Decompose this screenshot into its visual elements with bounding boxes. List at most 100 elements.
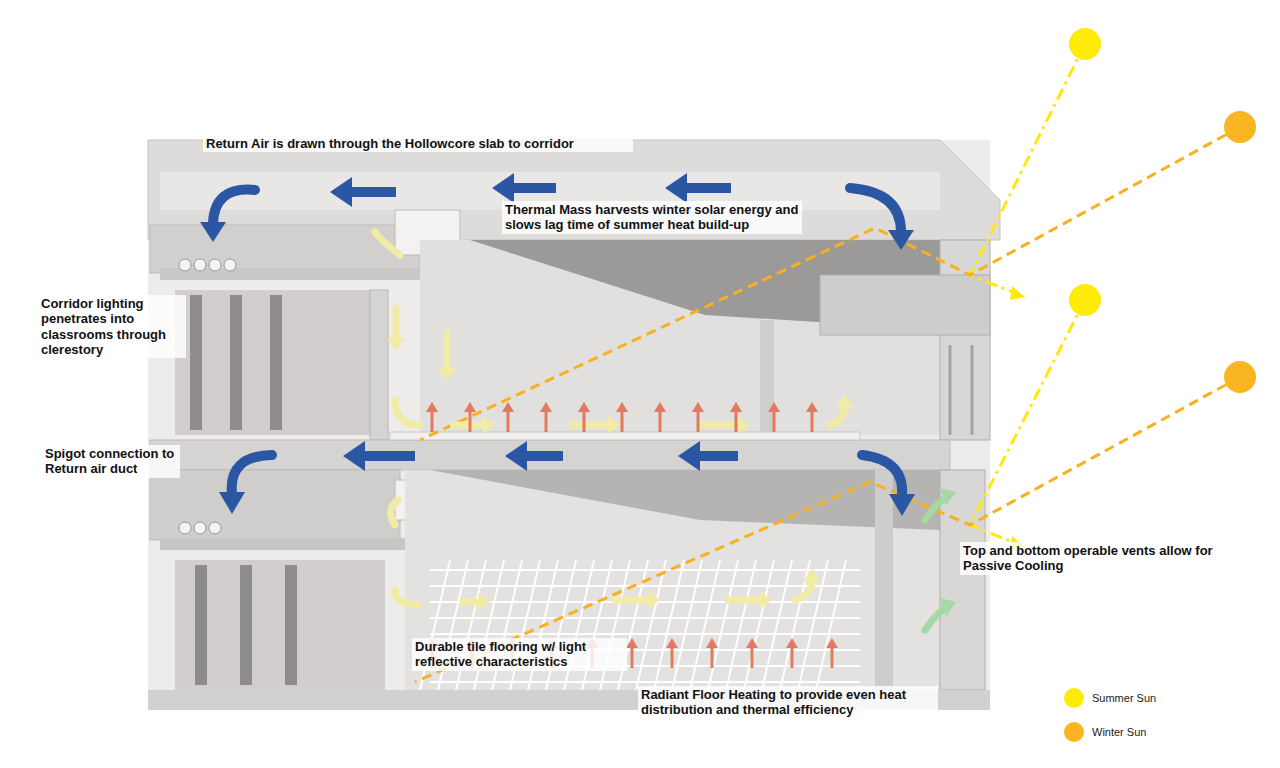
radiant-heat-arrowhead bbox=[786, 638, 798, 648]
classroom-lower bbox=[405, 470, 940, 690]
radiant-heat-arrowhead bbox=[502, 402, 514, 412]
supply-air-arrowhead bbox=[478, 593, 490, 611]
supply-air-arrowhead bbox=[760, 591, 772, 609]
radiant-heat-arrowhead bbox=[826, 638, 838, 648]
radiant-heat-arrowhead bbox=[426, 402, 438, 412]
return-air-arrow bbox=[492, 173, 556, 203]
tile-joint bbox=[798, 560, 828, 690]
radiant-heat-arrow bbox=[791, 646, 794, 668]
tile-joint bbox=[430, 585, 860, 587]
supply-air-arrowhead bbox=[483, 416, 495, 434]
mullion bbox=[240, 565, 252, 685]
radiant-heat-arrow bbox=[831, 646, 834, 668]
supply-air-arrow bbox=[700, 422, 740, 429]
radiant-heat-arrowhead bbox=[806, 402, 818, 412]
legend-text: Winter Sun bbox=[1092, 726, 1146, 738]
supply-air-arrow bbox=[612, 597, 650, 604]
radiant-heat-arrowhead bbox=[730, 402, 742, 412]
vent-airflow bbox=[925, 498, 945, 630]
supply-air-arrow bbox=[725, 597, 762, 604]
legend-swatch bbox=[1064, 722, 1084, 742]
tile-joint bbox=[672, 560, 702, 690]
radiant-heat-arrow bbox=[671, 646, 674, 668]
supply-air-arrowhead bbox=[438, 368, 456, 380]
tile-joint bbox=[430, 617, 860, 619]
return-air-arrow bbox=[330, 177, 396, 207]
supply-air-arrowhead bbox=[648, 591, 660, 609]
shelf bbox=[160, 538, 420, 550]
radiant-heat-arrowhead bbox=[746, 638, 758, 648]
window bbox=[940, 240, 990, 440]
tile-joint bbox=[762, 560, 792, 690]
window bbox=[940, 470, 985, 690]
supply-air-arrow bbox=[570, 422, 610, 429]
mullion bbox=[230, 295, 242, 430]
radiant-heat-arrow bbox=[621, 410, 624, 432]
summer-sun bbox=[1069, 284, 1101, 316]
floor-surface bbox=[390, 432, 860, 440]
radiant-heat-arrowhead bbox=[616, 402, 628, 412]
winter-sun bbox=[1224, 111, 1256, 143]
supply-air-arrow bbox=[460, 599, 480, 606]
radiant-heat-arrow bbox=[583, 410, 586, 432]
tile-joint bbox=[654, 560, 684, 690]
legend-text: Summer Sun bbox=[1092, 692, 1156, 704]
callout-label: Thermal Mass harvests winter solar energ… bbox=[502, 201, 802, 234]
radiant-heat-arrow bbox=[631, 646, 634, 668]
callout-label: Durable tile flooring w/ light reflectiv… bbox=[412, 638, 627, 671]
return-air-curve bbox=[213, 188, 902, 496]
radiant-heat-arrowhead bbox=[692, 402, 704, 412]
tile-joint bbox=[708, 560, 738, 690]
radiant-heat-arrow bbox=[811, 410, 814, 432]
mullion bbox=[270, 295, 282, 430]
radiant-heat-arrow bbox=[711, 646, 714, 668]
callout-label: Spigot connection to Return air duct bbox=[42, 445, 180, 478]
radiant-heat-arrowhead bbox=[464, 402, 476, 412]
callout-label: Return Air is drawn through the Hollowco… bbox=[203, 135, 633, 152]
radiant-heat-arrow bbox=[697, 410, 700, 432]
supply-air-arrow bbox=[393, 305, 400, 340]
column bbox=[875, 470, 893, 690]
radiant-heat-arrow bbox=[751, 646, 754, 668]
return-air-arrow bbox=[678, 441, 738, 471]
radiant-heat-arrowhead bbox=[626, 638, 638, 648]
radiant-heat-arrowhead bbox=[654, 402, 666, 412]
return-air-arrow bbox=[505, 441, 563, 471]
callout-label: Top and bottom operable vents allow for … bbox=[960, 542, 1230, 575]
tile-joint bbox=[430, 681, 860, 683]
summer-sun bbox=[1069, 28, 1101, 60]
sloped-ceiling bbox=[430, 470, 940, 530]
tile-joint bbox=[744, 560, 774, 690]
return-air-arrow bbox=[343, 441, 415, 471]
corridor-glazing bbox=[175, 290, 375, 435]
column bbox=[760, 320, 774, 435]
supply-air-arrow bbox=[444, 330, 451, 370]
return-air-duct bbox=[150, 470, 400, 540]
return-air-arrow bbox=[665, 173, 731, 203]
column bbox=[370, 290, 388, 440]
radiant-heat-arrow bbox=[735, 410, 738, 432]
tile-joint bbox=[430, 569, 860, 571]
radiant-heat-arrow bbox=[507, 410, 510, 432]
legend-item: Winter Sun bbox=[1064, 722, 1146, 742]
sunshade bbox=[820, 275, 990, 335]
mullion bbox=[195, 565, 207, 685]
corridor-glazing bbox=[175, 560, 385, 690]
mullion bbox=[190, 295, 202, 430]
supply-air-arrow bbox=[450, 422, 485, 429]
return-air-duct bbox=[150, 225, 420, 273]
radiant-heat-arrowhead bbox=[666, 638, 678, 648]
legend-swatch bbox=[1064, 688, 1084, 708]
radiant-heat-arrowhead bbox=[768, 402, 780, 412]
radiant-heat-arrow bbox=[773, 410, 776, 432]
radiant-heat-arrow bbox=[431, 410, 434, 432]
radiant-heat-arrow bbox=[469, 410, 472, 432]
tile-joint bbox=[430, 633, 860, 635]
winter-sun bbox=[1224, 361, 1256, 393]
supply-air-curve bbox=[375, 232, 845, 605]
radiant-heat-arrowhead bbox=[578, 402, 590, 412]
tile-joint bbox=[816, 560, 846, 690]
callout-label: Radiant Floor Heating to provide even he… bbox=[638, 686, 938, 719]
